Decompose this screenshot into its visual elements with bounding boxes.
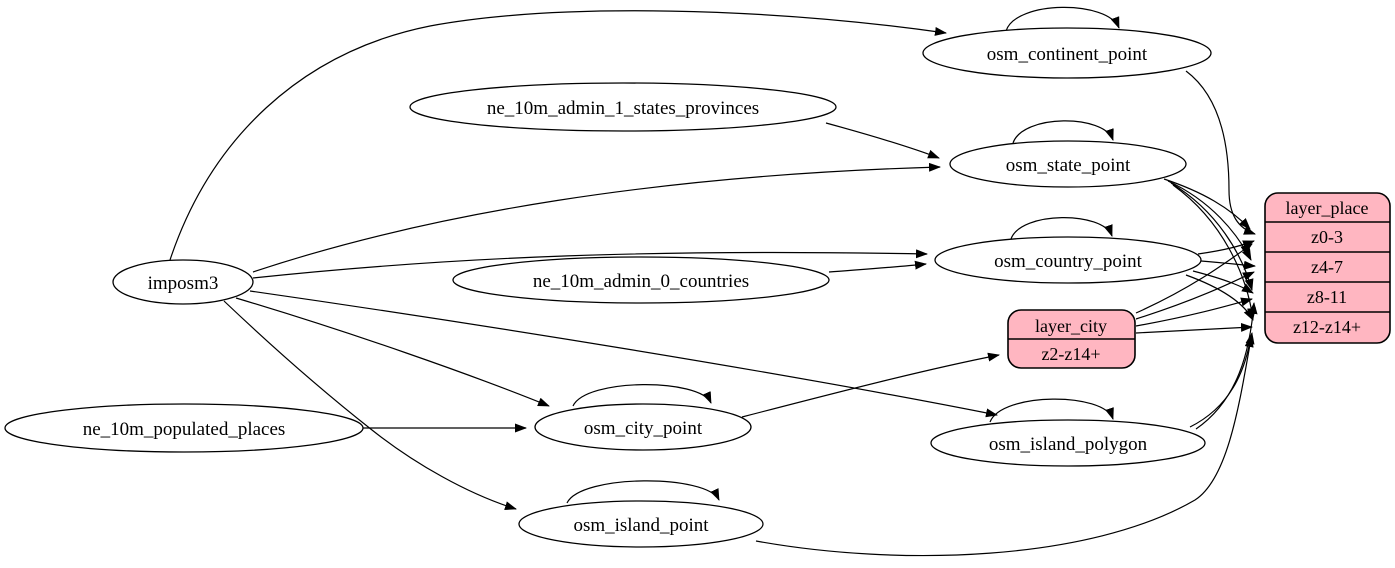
record-layer_city: layer_city z2-z14+ [1007,309,1136,369]
record-layer_city-row-z2-z14: z2-z14+ [1041,344,1100,364]
selfloop-osm_country_point [1010,217,1113,240]
edge-ne_10m_admin_0_countries-osm_country_point [828,260,927,273]
node-osm_city_point: osm_city_point [534,403,752,451]
node-osm_country_point: osm_country_point [934,236,1202,284]
edge-imposm3-osm_city_point [235,297,550,407]
edge-ne_10m_admin_1_states_provinces-osm_state_point [825,122,940,159]
edge-osm_island_point-layer_place-z12-z14 [755,332,1255,557]
selfloop-osm_continent_point [1005,6,1120,32]
node-osm_state_point: osm_state_point [949,140,1187,188]
node-label-osm_continent_point: osm_continent_point [987,44,1148,65]
record-layer_place-row-z8-11: z8-11 [1307,287,1347,307]
edge-layer_city-layer_place-z4-7 [1135,271,1255,320]
record-layer_place-row-z4-7: z4-7 [1311,257,1343,277]
selfloop-osm_state_point [1012,120,1114,144]
edge-osm_island_polygon-layer_place-z8-11 [1195,302,1258,430]
selfloop-osm_island_point [566,480,720,504]
edge-layer_city-layer_place-z8-11 [1135,297,1253,327]
selfloop-osm_island_polygon [989,398,1114,423]
record-layer_place: layer_place z0-3 z4-7 z8-11 z12-z14+ [1264,192,1391,344]
edge-imposm3-osm_state_point [252,162,941,273]
node-ne_10m_admin_1_states_provinces: ne_10m_admin_1_states_provinces [409,82,837,132]
node-label-osm_state_point: osm_state_point [1006,155,1131,176]
record-layer_place-box [1264,192,1391,344]
record-layer_place-row-z12-z14: z12-z14+ [1293,317,1361,337]
edge-osm_island_polygon-layer_place-z12-z14 [1189,335,1254,428]
node-label-ne_10m_admin_1_states_provinces: ne_10m_admin_1_states_provinces [487,98,759,119]
node-ne_10m_populated_places: ne_10m_populated_places [4,403,364,453]
node-imposm3-shape [112,259,254,305]
node-ne_10m_populated_places-shape [4,403,364,453]
edge-imposm3-osm_country_point [252,249,928,279]
node-osm_country_point-shape [934,236,1202,284]
node-label-osm_island_polygon: osm_island_polygon [989,434,1148,455]
node-label-osm_country_point: osm_country_point [994,251,1142,272]
node-label-ne_10m_admin_0_countries: ne_10m_admin_0_countries [533,271,749,292]
selfloop-osm_city_point [572,384,712,407]
node-label-ne_10m_populated_places: ne_10m_populated_places [83,419,286,440]
node-osm_island_point-shape [518,500,764,548]
node-label-imposm3: imposm3 [148,273,219,294]
node-osm_city_point-shape [534,403,752,451]
node-osm_continent_point-shape [922,27,1212,79]
edge-osm_country_point-layer_place-z4-7 [1200,260,1256,270]
node-ne_10m_admin_0_countries: ne_10m_admin_0_countries [452,256,830,304]
node-ne_10m_admin_0_countries-shape [452,256,830,304]
node-osm_island_polygon-shape [930,419,1206,467]
node-label-osm_island_point: osm_island_point [573,515,709,536]
edge-imposm3-osm_continent_point [169,10,947,261]
node-osm_island_point: osm_island_point [518,500,764,548]
edge-layer_city-layer_place-z0-3 [1135,243,1253,314]
edge-layer_city-layer_place-z12-z14 [1135,322,1253,334]
record-layer_place-header: layer_place [1286,198,1369,218]
node-osm_state_point-shape [949,140,1187,188]
edge-imposm3-osm_island_point [223,300,517,511]
record-layer_city-header: layer_city [1035,316,1107,336]
node-osm_island_polygon: osm_island_polygon [930,419,1206,467]
edge-osm_continent_point-layer_place-z0-3 [1185,70,1256,235]
edge-osm_country_point-layer_place-z8-11 [1192,270,1254,294]
node-ne_10m_admin_1_states_provinces-shape [409,82,837,132]
edge-osm_city_point-layer_city-z2-z14 [741,352,1000,418]
record-layer_place-row-z0-3: z0-3 [1311,227,1343,247]
node-label-osm_city_point: osm_city_point [584,418,703,439]
node-imposm3: imposm3 [112,259,254,305]
edge-osm_country_point-layer_place-z0-3 [1197,240,1255,255]
node-osm_continent_point: osm_continent_point [922,27,1212,79]
edge-layer [169,6,1258,557]
edge-imposm3-osm_island_polygon [249,290,998,418]
edge-osm_state_point-layer_place-z0-3 [1163,178,1251,230]
